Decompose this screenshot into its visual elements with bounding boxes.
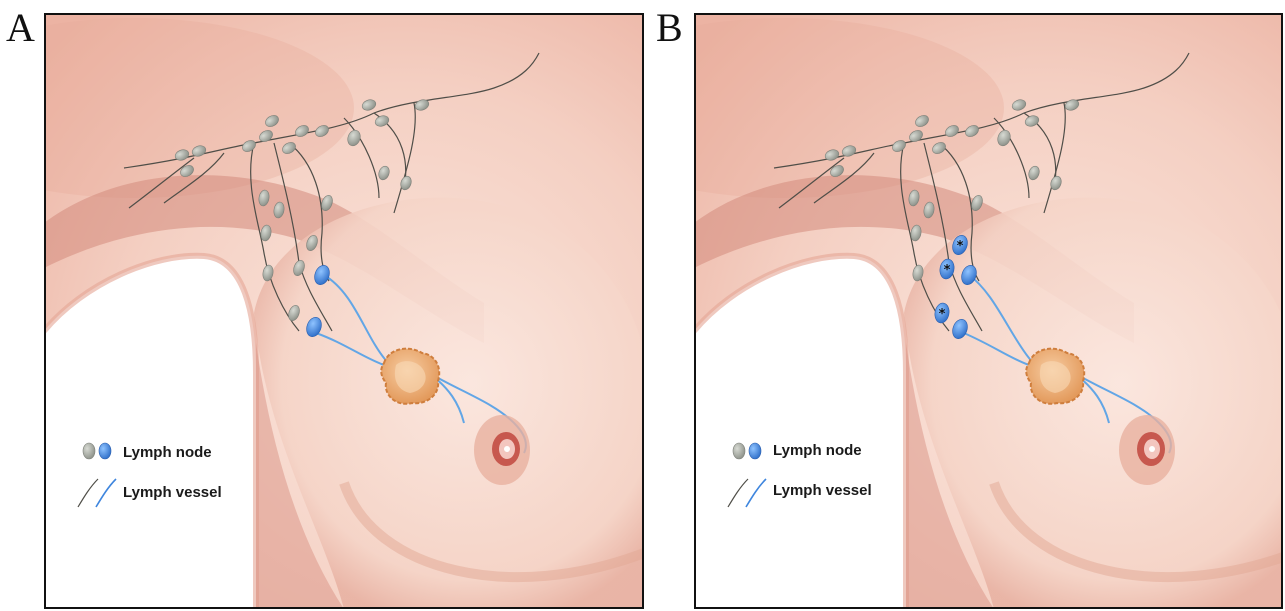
legend-node-label: Lymph node [123, 444, 212, 461]
nipple [1119, 415, 1175, 485]
arm-region [44, 256, 256, 609]
legend-vessel-label: Lymph vessel [123, 484, 222, 501]
metastasis-marker-icon: * [957, 239, 964, 254]
legend-vessel-label: Lymph vessel [773, 482, 872, 499]
panel-label-b: B [656, 8, 683, 48]
tumor [381, 349, 439, 404]
metastasis-marker-icon: * [944, 263, 951, 278]
legend-grey-node-icon [733, 443, 745, 459]
legend-grey-node-icon [83, 443, 95, 459]
panel-b-illustration: * * * Lymph node Lymph vessel [694, 13, 1283, 609]
nipple [474, 415, 530, 485]
legend-blue-node-icon [749, 443, 761, 459]
legend-blue-node-icon [99, 443, 111, 459]
arm-region [694, 256, 906, 609]
legend-node-label: Lymph node [773, 442, 862, 459]
metastasis-marker-icon: * [939, 307, 946, 322]
tumor [1026, 349, 1084, 404]
panel-label-a: A [6, 8, 35, 48]
panel-a-illustration: Lymph node Lymph vessel [44, 13, 644, 609]
